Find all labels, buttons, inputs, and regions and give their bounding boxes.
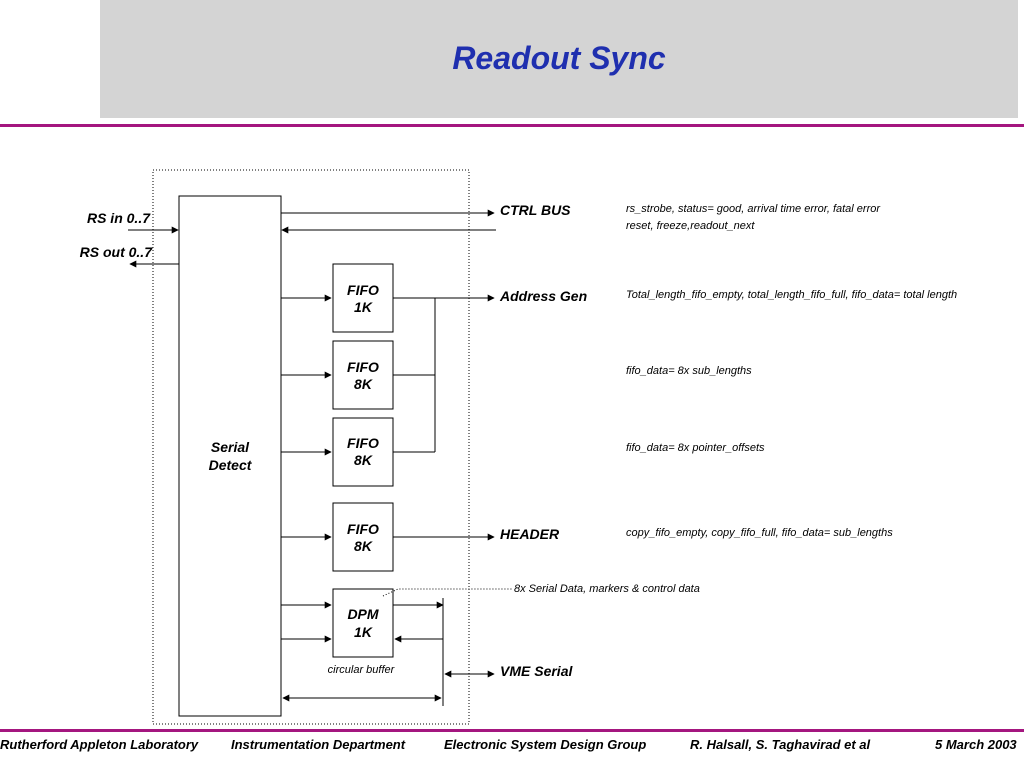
bottom-divider	[0, 729, 1024, 732]
ctrl-bus-label: CTRL BUS	[500, 202, 571, 218]
fifo-8k-a-label-2: 8K	[354, 376, 373, 392]
header-label: HEADER	[500, 526, 560, 542]
footer-authors: R. Halsall, S. Taghavirad et al	[690, 737, 871, 752]
ctrl-bus-note-2: reset, freeze,readout_next	[626, 220, 755, 232]
fifo-1k-label-2: 1K	[354, 299, 373, 315]
fifo-8k-block-c: FIFO 8K	[281, 502, 394, 572]
circular-buffer-note: circular buffer	[328, 664, 396, 676]
fifo-8k-b-label-2: 8K	[354, 452, 373, 468]
rs-in-label: RS in 0..7	[87, 210, 151, 226]
ctrl-bus-note-1: rs_strobe, status= good, arrival time er…	[626, 203, 881, 215]
sub-lengths-note: fifo_data= 8x sub_lengths	[626, 365, 752, 377]
fifo-1k-label-1: FIFO	[347, 282, 379, 298]
footer-department: Instrumentation Department	[231, 737, 406, 752]
serial-detect-block	[178, 195, 282, 717]
fifo-8k-block-b: FIFO 8K	[281, 417, 394, 487]
address-gen-note: Total_length_fifo_empty, total_length_fi…	[626, 289, 957, 301]
title-band	[100, 0, 1018, 118]
dpm-1k-block: DPM 1K	[281, 588, 394, 658]
serial-data-note: 8x Serial Data, markers & control data	[514, 583, 700, 595]
serial-detect-label-2: Detect	[209, 457, 253, 473]
dpm-label-1: DPM	[347, 606, 378, 622]
rs-out-label: RS out 0..7	[80, 244, 154, 260]
top-divider	[0, 124, 1024, 127]
serial-data-callout	[382, 588, 512, 597]
fifo-8k-b-label-1: FIFO	[347, 435, 379, 451]
dpm-label-2: 1K	[354, 624, 373, 640]
footer-group: Electronic System Design Group	[444, 737, 647, 752]
fifo-8k-c-label-2: 8K	[354, 538, 373, 554]
vme-serial-label: VME Serial	[500, 663, 573, 679]
address-merge-lines	[393, 297, 436, 453]
fifo-8k-block-a: FIFO 8K	[281, 340, 394, 410]
slide-title: Readout Sync	[452, 40, 666, 76]
header-note: copy_fifo_empty, copy_fifo_full, fifo_da…	[626, 527, 893, 539]
fifo-8k-c-label-1: FIFO	[347, 521, 379, 537]
footer-date: 5 March 2003	[935, 737, 1017, 752]
fifo-8k-a-label-1: FIFO	[347, 359, 379, 375]
fifo-1k-block: FIFO 1K	[281, 263, 394, 333]
serial-detect-label-1: Serial	[211, 439, 250, 455]
pointer-offsets-note: fifo_data= 8x pointer_offsets	[626, 442, 765, 454]
footer-lab: Rutherford Appleton Laboratory	[0, 737, 199, 752]
address-gen-label: Address Gen	[499, 288, 587, 304]
